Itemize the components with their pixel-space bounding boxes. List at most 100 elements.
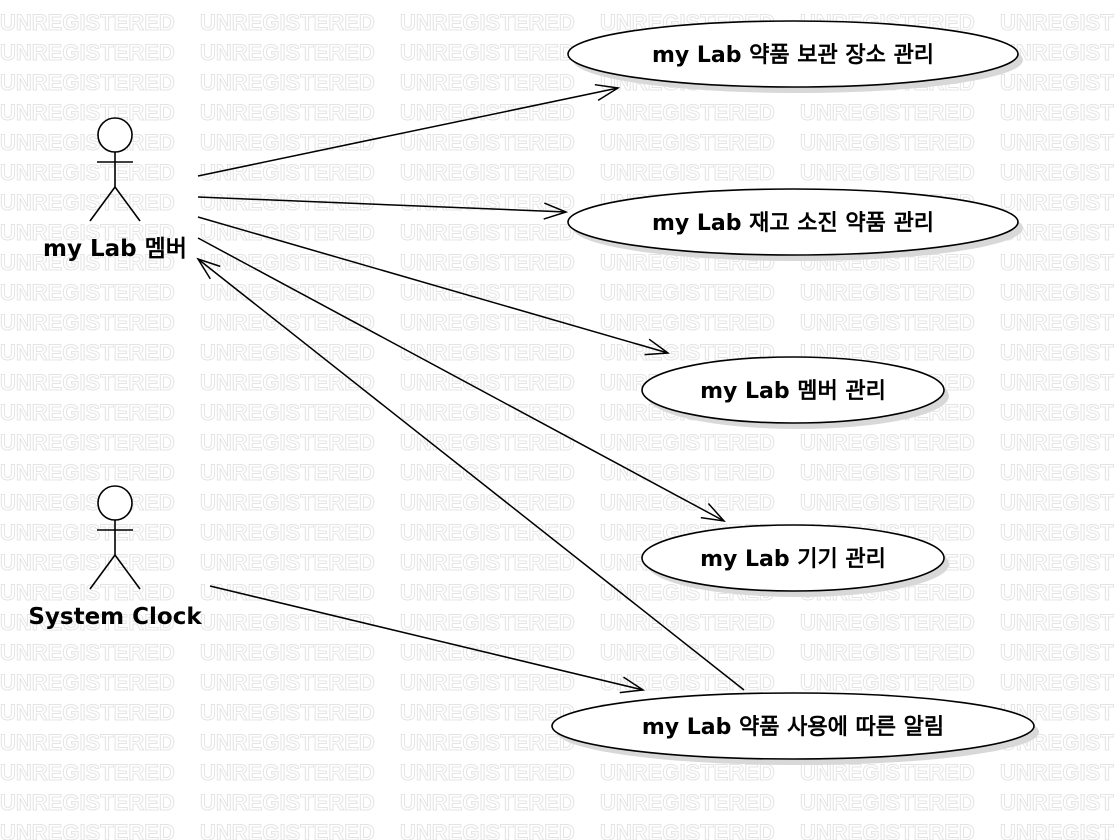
association-line [197,87,619,177]
watermark-text: UNREGISTERED [0,370,175,395]
watermark-text: UNREGISTERED [1000,760,1114,785]
watermark-text: UNREGISTERED [0,340,175,365]
watermark-text: UNREGISTERED [400,160,575,185]
watermark-text: UNREGISTERED [800,610,975,635]
watermark-text: UNREGISTERED [200,70,375,95]
watermark-text: UNREGISTERED [400,340,575,365]
watermark-text: UNREGISTERED [200,280,375,305]
watermark-text: UNREGISTERED [800,430,975,455]
watermark-text: UNREGISTERED [200,610,375,635]
watermark-text: UNREGISTERED [400,310,575,335]
watermark-text: UNREGISTERED [1000,580,1114,605]
watermark-text: UNREGISTERED [400,490,575,515]
association-member-to-uc_storage [197,83,621,177]
watermark-text: UNREGISTERED [600,460,775,485]
watermark-text: UNREGISTERED [400,520,575,545]
watermark-text: UNREGISTERED [0,520,175,545]
actor-lab-member[interactable]: my Lab 멤버 [43,117,187,262]
watermark-text: UNREGISTERED [1000,430,1114,455]
watermark-text: UNREGISTERED [600,610,775,635]
watermark-text: UNREGISTERED [400,400,575,425]
use-case-alert-label: my Lab 약품 사용에 따른 알림 [642,715,944,740]
watermark-text: UNREGISTERED [1000,190,1114,215]
watermark-text: UNREGISTERED [200,310,375,335]
watermark-text: UNREGISTERED [200,520,375,545]
watermark-text: UNREGISTERED [200,130,375,155]
watermark-text: UNREGISTERED [200,760,375,785]
watermark-text: UNREGISTERED [200,100,375,125]
watermark-text: UNREGISTERED [600,160,775,185]
watermark-text: UNREGISTERED [1000,460,1114,485]
use-case-depleted-stock-management[interactable]: my Lab 재고 소진 약품 관리 [567,188,1023,261]
association-member-to-uc_devices [197,237,726,523]
watermark-text: UNREGISTERED [0,40,175,65]
watermark-text: UNREGISTERED [400,550,575,575]
watermark-text: UNREGISTERED [0,160,175,185]
use-case-stock-label: my Lab 재고 소진 약품 관리 [652,211,934,236]
arrowhead-icon [644,338,671,356]
watermark-text: UNREGISTERED [0,400,175,425]
watermark-text: UNREGISTERED [1000,670,1114,695]
watermark-text: UNREGISTERED [200,10,375,35]
watermark-text: UNREGISTERED [1000,250,1114,275]
watermark-text: UNREGISTERED [0,130,175,155]
watermark-text: UNREGISTERED [200,700,375,725]
watermark-text: UNREGISTERED [400,430,575,455]
use-case-usage-alert[interactable]: my Lab 약품 사용에 따른 알림 [551,692,1039,765]
watermark-text: UNREGISTERED [0,670,175,695]
arrowhead-icon [196,257,221,280]
association-member-to-uc_stock [197,196,569,220]
watermark-text: UNREGISTERED [400,760,575,785]
arrowhead-icon [700,503,726,523]
watermark-text: UNREGISTERED [1000,370,1114,395]
watermark-text: UNREGISTERED [600,820,775,840]
watermark-text: UNREGISTERED [600,130,775,155]
watermark-text: UNREGISTERED [200,490,375,515]
watermark-text: UNREGISTERED [0,10,175,35]
watermark-text: UNREGISTERED [0,700,175,725]
watermark-text: UNREGISTERED [400,610,575,635]
watermark-text: UNREGISTERED [0,640,175,665]
watermark-text: UNREGISTERED [1000,310,1114,335]
watermark-text: UNREGISTERED [400,700,575,725]
watermark-text: UNREGISTERED [1000,340,1114,365]
watermark-text: UNREGISTERED [200,580,375,605]
watermark-text: UNREGISTERED [1000,640,1114,665]
watermark-text: UNREGISTERED [200,820,375,840]
watermark-text: UNREGISTERED [400,370,575,395]
watermark-text: UNREGISTERED [0,790,175,815]
watermark-text: UNREGISTERED [200,640,375,665]
watermark-text: UNREGISTERED [1000,10,1114,35]
watermark-text: UNREGISTERED [200,370,375,395]
watermark-text: UNREGISTERED [200,550,375,575]
arrowhead-icon [543,202,569,220]
use-case-device-management[interactable]: my Lab 기기 관리 [641,524,949,597]
use-case-storage-management[interactable]: my Lab 약품 보관 장소 관리 [567,20,1023,93]
watermark-text: UNREGISTERED [1000,100,1114,125]
watermark-text: UNREGISTERED [600,790,775,815]
association-line [209,585,644,691]
watermark-text: UNREGISTERED [400,580,575,605]
watermark-text: UNREGISTERED [400,130,575,155]
watermark-text: UNREGISTERED [400,220,575,245]
watermark-text: UNREGISTERED [400,70,575,95]
use-case-member-management[interactable]: my Lab 멤버 관리 [641,356,949,429]
actor-system-clock[interactable]: System Clock [28,485,202,630]
watermark-text: UNREGISTERED [400,820,575,840]
watermark-text: UNREGISTERED [0,550,175,575]
watermark-text: UNREGISTERED [0,250,175,275]
watermark-text: UNREGISTERED [0,580,175,605]
arrowhead-icon [594,83,621,101]
watermark-text: UNREGISTERED [1000,490,1114,515]
actor-system-clock-label: System Clock [28,604,202,630]
watermark-text: UNREGISTERED [200,160,375,185]
watermark-text: UNREGISTERED [800,790,975,815]
association-clock-to-uc_alert [209,585,646,694]
watermark-text: UNREGISTERED [200,790,375,815]
use-case-devices-label: my Lab 기기 관리 [700,547,886,572]
watermark-text: UNREGISTERED [400,10,575,35]
watermark-text: UNREGISTERED [400,40,575,65]
association-line [197,216,669,354]
watermark-text: UNREGISTERED [400,460,575,485]
